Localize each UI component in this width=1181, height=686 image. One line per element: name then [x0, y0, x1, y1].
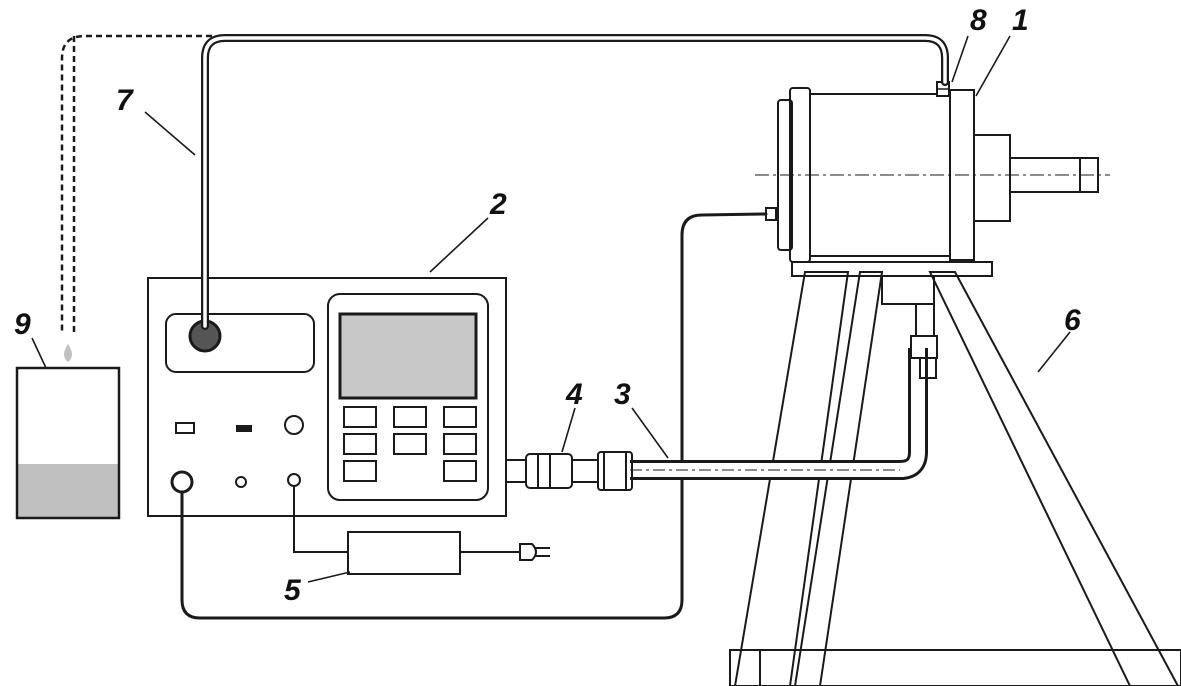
stand-left-leg: [733, 271, 850, 686]
power-adapter: [293, 486, 550, 575]
keypad-key: [443, 406, 477, 428]
keypad-key: [393, 406, 427, 428]
callout-9: 9: [14, 308, 31, 341]
upper-hose-nut: [915, 303, 935, 337]
keypad-key: [343, 460, 377, 482]
collection-container: [15, 366, 121, 520]
callout-8: 8: [970, 4, 987, 37]
leader-7: [144, 111, 196, 156]
leader-1: [975, 35, 1011, 97]
power-adapter-cable-to-instrument: [293, 486, 348, 553]
power-socket: [287, 473, 301, 487]
callout-4: 4: [565, 378, 583, 411]
keypad-key: [343, 406, 377, 428]
stand-center-block: [881, 275, 935, 305]
drain-tube-dashed-path: [60, 34, 212, 332]
motor-unit: [755, 81, 1110, 263]
leader-3: [631, 407, 669, 459]
tripod-stand: [729, 261, 1181, 686]
controller-unit: [327, 293, 489, 501]
pressure-hose-fill: [630, 348, 925, 477]
display-screen: [338, 312, 478, 400]
instrument-connector-panel: [165, 313, 315, 373]
keypad-key: [343, 433, 377, 455]
callout-6: 6: [1064, 304, 1081, 337]
leader-2: [429, 217, 489, 273]
stand-base-beam: [729, 649, 1181, 686]
panel-knob: [284, 415, 304, 435]
callout-7: 7: [116, 84, 134, 117]
leader-9: [31, 337, 47, 369]
stand-right-leg: [928, 271, 1180, 686]
callout-5: 5: [284, 574, 302, 607]
panel-indicator: [236, 425, 252, 432]
hose-union-nut: [597, 451, 633, 491]
leader-5: [307, 571, 351, 583]
callout-1: 1: [1012, 4, 1029, 37]
mains-plug-icon: [519, 543, 537, 561]
stand-inner-leg: [793, 271, 884, 686]
drain-tube-outline: [201, 34, 949, 330]
panel-small-socket: [235, 476, 247, 488]
callout-2: 2: [489, 188, 507, 221]
instrument-body: [147, 277, 507, 517]
motor-bearing-housing: [973, 134, 1011, 222]
drain-tube-fill: [203, 36, 947, 328]
keypad-key: [393, 433, 427, 455]
signal-socket: [170, 470, 194, 494]
power-adapter-body: [347, 531, 461, 575]
instrument-outlet-nipple: [505, 459, 527, 483]
measuring-instrument: [147, 277, 507, 517]
stand-top-plate: [791, 261, 993, 277]
container-outline: [15, 366, 121, 520]
upper-hose-ferrule: [919, 357, 937, 379]
keypad-key: [443, 460, 477, 482]
coupling-adapter: [571, 459, 599, 483]
leader-6: [1037, 331, 1071, 373]
drip-droplet: [64, 344, 72, 362]
leader-8: [951, 35, 969, 83]
pressure-line: [505, 303, 938, 491]
container-liquid: [17, 464, 119, 518]
keypad-key: [443, 433, 477, 455]
signal-cable: [180, 212, 768, 620]
panel-switch: [175, 422, 195, 434]
leader-4: [561, 407, 576, 453]
callout-3: 3: [614, 378, 631, 411]
